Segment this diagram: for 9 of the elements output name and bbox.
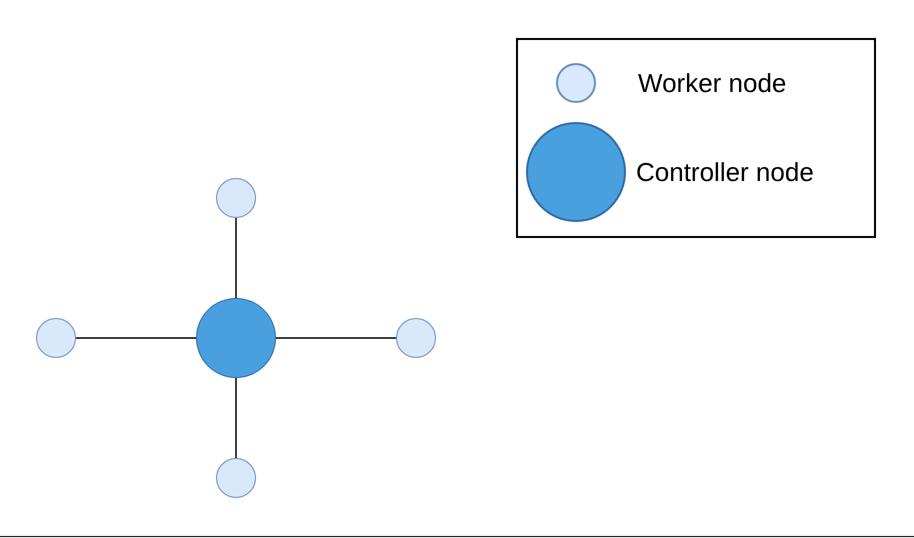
worker-node-circle xyxy=(216,458,256,498)
worker-node-circle xyxy=(396,318,436,358)
legend-label: Worker node xyxy=(638,68,786,99)
connector-line xyxy=(76,337,196,339)
connector-line xyxy=(276,337,396,339)
worker-node-circle xyxy=(216,178,256,218)
worker-node-circle xyxy=(36,318,76,358)
connector-line xyxy=(235,218,237,298)
legend-label: Controller node xyxy=(636,157,814,188)
